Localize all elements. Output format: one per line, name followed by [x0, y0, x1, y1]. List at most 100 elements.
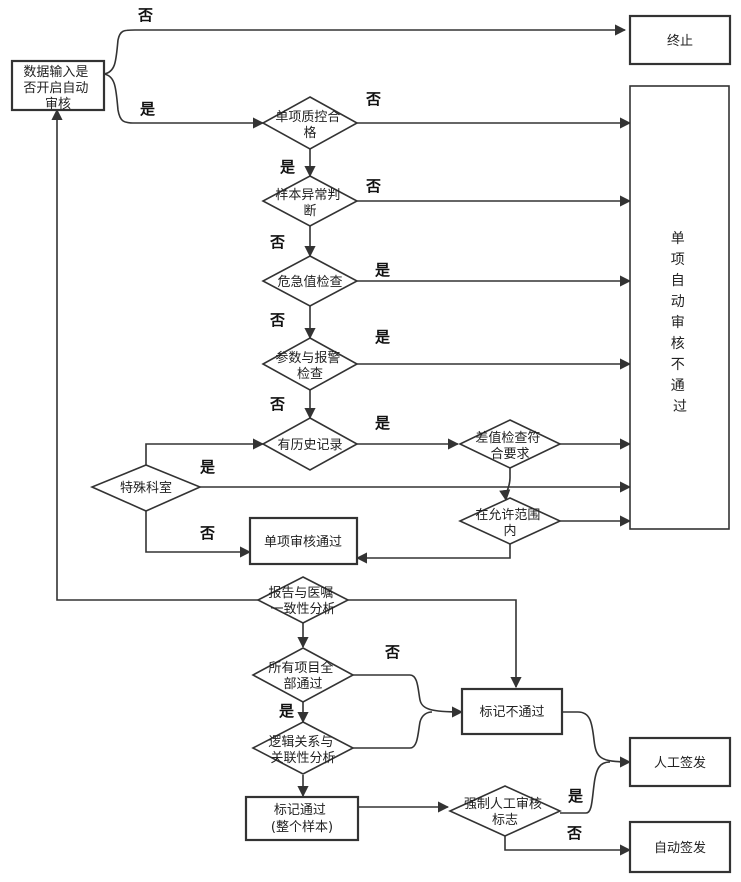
- svg-text:单项审核通过: 单项审核通过: [264, 535, 342, 550]
- node-mark-pass-line-1: 标记通过: [274, 803, 326, 818]
- svg-text:在允许范围 内: 在允许范围 内: [475, 507, 544, 539]
- node-manual-sign-line-1: 人工签发: [654, 755, 706, 771]
- svg-text:标记不通过: 标记不通过: [479, 705, 544, 720]
- label-force-auto-no: 否: [566, 824, 582, 842]
- node-within-range: 在允许范围 内: [458, 497, 562, 545]
- node-data-input-line-1: 数据输入是: [23, 64, 88, 80]
- node-data-input: 数据输入是 否开启自动 审核: [10, 59, 106, 112]
- edge-delta-to-range: [499, 466, 511, 502]
- label-sample-fail-no: 否: [365, 177, 381, 195]
- label-input-qc-yes: 是: [139, 100, 156, 118]
- label-input-terminate-no: 否: [137, 6, 153, 24]
- node-auto-sign: 自动签发: [628, 820, 732, 874]
- node-critical-value-line-1: 危急值检查: [277, 274, 342, 290]
- node-force-manual-line-1: 强制人工审核: [464, 797, 542, 812]
- svg-text:人工签发: 人工签发: [654, 755, 706, 771]
- node-data-input-line-3: 审核: [45, 97, 71, 112]
- svg-text:危急值检查: 危急值检查: [277, 274, 342, 290]
- label-sample-critical-no: 否: [269, 233, 285, 251]
- svg-text:报告与医嘱 一致性分析: 报告与医嘱 一致性分析: [268, 586, 337, 617]
- svg-text:自动签发: 自动签发: [654, 840, 706, 856]
- edge-input-to-terminate: [103, 24, 627, 75]
- edge-report-to-markfail: [348, 599, 522, 689]
- node-single-pass-line-1: 单项审核通过: [264, 535, 342, 550]
- node-has-history-line-1: 有历史记录: [277, 438, 342, 453]
- node-force-manual: 强制人工审核 标志: [448, 785, 562, 837]
- svg-text:单项质控合 格: 单项质控合 格: [275, 110, 344, 141]
- node-single-fail-char-2: 项: [671, 252, 685, 268]
- svg-text:特殊科室: 特殊科室: [120, 480, 172, 496]
- node-critical-value: 危急值检查: [261, 255, 359, 307]
- svg-text:所有项目全 部通过: 所有项目全 部通过: [268, 660, 337, 692]
- label-allitems-markfail-no: 否: [384, 643, 400, 661]
- label-critical-param-no: 否: [269, 311, 285, 329]
- node-has-history: 有历史记录: [261, 417, 359, 471]
- label-force-manual-yes: 是: [567, 787, 584, 805]
- node-single-fail-char-1: 单: [671, 231, 685, 247]
- label-allitems-logic-yes: 是: [278, 702, 295, 720]
- svg-text:参数与报警 检查: 参数与报警 检查: [275, 350, 344, 382]
- edge-special-to-history: [145, 438, 265, 465]
- node-within-range-line-2: 内: [503, 523, 516, 539]
- label-history-delta-yes: 是: [374, 414, 391, 432]
- svg-text:有历史记录: 有历史记录: [277, 438, 342, 453]
- edge-input-to-single-qc: [103, 73, 265, 129]
- svg-text:样本异常判 断: 样本异常判 断: [275, 188, 344, 219]
- edge-labels: 否 是 否 是 否 否 是 否 是 否 是 是 否 否 是 是 否: [137, 6, 584, 842]
- node-special-dept-line-1: 特殊科室: [120, 480, 172, 496]
- node-sample-abnormal-line-2: 断: [303, 204, 316, 219]
- node-force-manual-line-2: 标志: [492, 813, 518, 828]
- node-single-qc-line-2: 格: [303, 125, 316, 141]
- node-single-fail-char-9: 过: [673, 399, 687, 415]
- node-delta-check-line-2: 合要求: [490, 447, 529, 462]
- node-single-fail: 单 项 自 动 审 核 不 通 过: [629, 85, 730, 530]
- svg-text:终止: 终止: [667, 33, 693, 49]
- node-single-qc: 单项质控合 格: [261, 96, 359, 150]
- svg-text:强制人工审核 标志: 强制人工审核 标志: [464, 797, 546, 828]
- svg-text:逻辑关系与 关联性分析: 逻辑关系与 关联性分析: [268, 735, 337, 766]
- svg-text:差值检查符 合要求: 差值检查符 合要求: [475, 430, 544, 462]
- node-terminate: 终止: [628, 14, 732, 66]
- node-sample-abnormal: 样本异常判 断: [261, 175, 359, 227]
- node-mark-fail: 标记不通过: [460, 687, 564, 736]
- node-all-items-pass-line-1: 所有项目全: [268, 660, 333, 676]
- node-param-alarm-line-1: 参数与报警: [275, 350, 340, 366]
- label-param-fail-yes: 是: [374, 328, 391, 346]
- node-sample-abnormal-line-1: 样本异常判: [275, 188, 340, 203]
- label-qc-sample-yes: 是: [279, 158, 296, 176]
- node-param-alarm: 参数与报警 检查: [261, 337, 359, 391]
- node-special-dept: 特殊科室: [89, 464, 203, 512]
- node-single-fail-char-5: 审: [671, 315, 685, 331]
- edge-markfail-to-manual: [562, 711, 632, 768]
- node-delta-check: 差值检查符 合要求: [458, 419, 562, 469]
- node-param-alarm-line-2: 检查: [297, 367, 323, 382]
- label-qc-fail-no: 否: [365, 90, 381, 108]
- label-special-pass-no: 否: [199, 524, 215, 542]
- node-delta-check-line-1: 差值检查符: [475, 430, 540, 446]
- node-single-fail-char-4: 动: [671, 294, 685, 310]
- node-within-range-line-1: 在允许范围: [475, 507, 540, 523]
- node-mark-pass-line-2: (整个样本): [271, 820, 333, 835]
- node-single-fail-char-8: 通: [671, 378, 685, 394]
- node-report-consistency: 报告与医嘱 一致性分析: [256, 576, 350, 624]
- label-special-fail-yes: 是: [199, 458, 216, 476]
- node-all-items-pass-line-2: 部通过: [283, 677, 322, 692]
- svg-text:数据输入是 否开启自动 审核: 数据输入是 否开启自动 审核: [23, 64, 92, 112]
- node-all-items-pass: 所有项目全 部通过: [251, 647, 355, 703]
- edge-force-to-manual: [560, 761, 611, 814]
- node-data-input-line-2: 否开启自动: [23, 81, 88, 96]
- edge-allitems-to-markfail: [353, 674, 464, 718]
- node-logic-analysis-line-1: 逻辑关系与: [268, 735, 333, 750]
- edge-special-to-pass: [145, 511, 252, 558]
- edges: [51, 24, 632, 856]
- label-param-history-no: 否: [269, 395, 285, 413]
- node-mark-pass: 标记通过 (整个样本): [244, 795, 360, 842]
- svg-text:标记通过 (整个样本): 标记通过 (整个样本): [271, 803, 333, 835]
- node-single-pass: 单项审核通过: [248, 516, 359, 566]
- node-report-consistency-line-1: 报告与医嘱: [268, 586, 333, 601]
- edge-logic-to-markfail: [353, 711, 433, 749]
- edge-report-to-input: [51, 108, 262, 601]
- node-single-fail-char-7: 不: [671, 357, 685, 373]
- node-logic-analysis: 逻辑关系与 关联性分析: [251, 721, 355, 775]
